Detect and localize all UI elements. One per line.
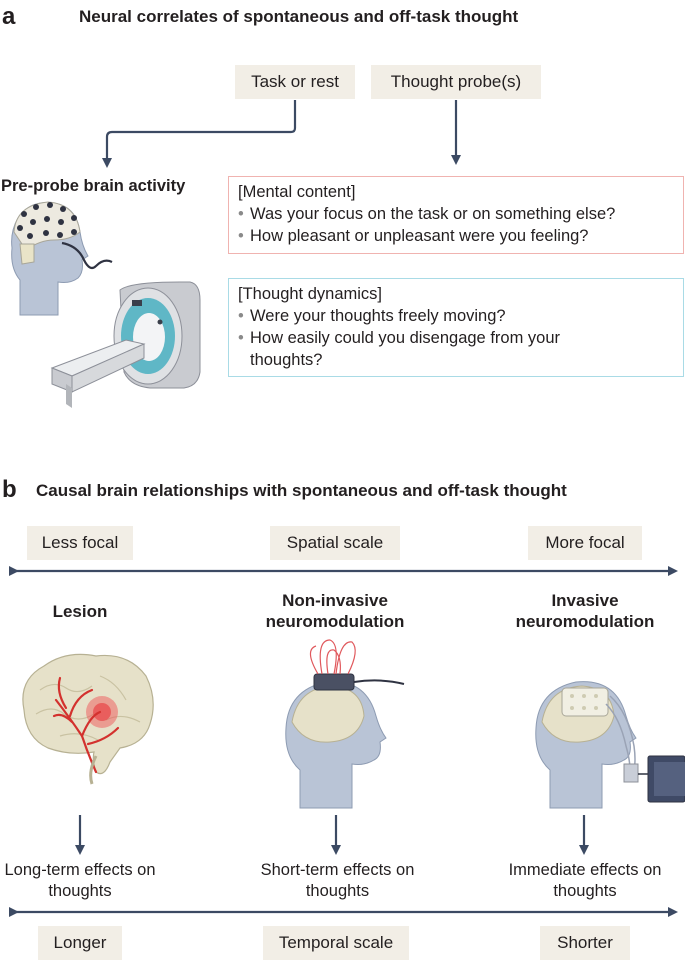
less-focal-chip: Less focal — [27, 526, 133, 560]
temporal-scale-chip: Temporal scale — [263, 926, 409, 960]
mental-content-header: [Mental content] — [238, 183, 356, 201]
shorter-chip: Shorter — [540, 926, 630, 960]
task-or-rest-chip: Task or rest — [235, 65, 355, 99]
invasive-head-icon — [535, 681, 685, 809]
thought-dynamics-question: •Were your thoughts freely moving? — [238, 307, 506, 325]
mental-content-question: •How pleasant or unpleasant were you fee… — [238, 227, 589, 245]
panel-b-title: Causal brain relationships with spontane… — [36, 481, 567, 500]
mri-scanner-icon — [50, 281, 201, 408]
thought-dynamics-question: •How easily could you disengage from you… — [238, 329, 560, 369]
invasive-label: Invasive neuromodulation — [515, 591, 655, 631]
panel-a-letter: a — [2, 3, 16, 30]
mental-content-question: •Was your focus on the task or on someth… — [238, 205, 616, 223]
longer-chip: Longer — [38, 926, 122, 960]
spatial-scale-chip: Spatial scale — [270, 526, 400, 560]
mental-content-box: [Mental content] •Was your focus on the … — [228, 176, 684, 254]
lesion-label: Lesion — [52, 602, 108, 621]
short-term-effects: Short-term effects on thoughts — [260, 861, 415, 900]
lesion-brain-icon — [22, 653, 154, 785]
eeg-head-icon — [11, 201, 113, 316]
non-invasive-head-icon — [285, 639, 405, 809]
panel-a-title: Neural correlates of spontaneous and off… — [79, 7, 519, 26]
immediate-effects: Immediate effects on thoughts — [508, 861, 662, 900]
thought-dynamics-header: [Thought dynamics] — [238, 285, 382, 303]
thought-dynamics-box: [Thought dynamics] •Were your thoughts f… — [228, 278, 684, 377]
task-to-preprobe-arrow — [102, 100, 297, 168]
non-invasive-label: Non-invasive neuromodulation — [265, 591, 405, 631]
more-focal-chip: More focal — [528, 526, 642, 560]
thought-probe-chip: Thought probe(s) — [371, 65, 541, 99]
panel-b-letter: b — [2, 476, 17, 503]
pre-probe-label: Pre-probe brain activity — [1, 177, 186, 195]
long-term-effects: Long-term effects on thoughts — [4, 861, 156, 900]
